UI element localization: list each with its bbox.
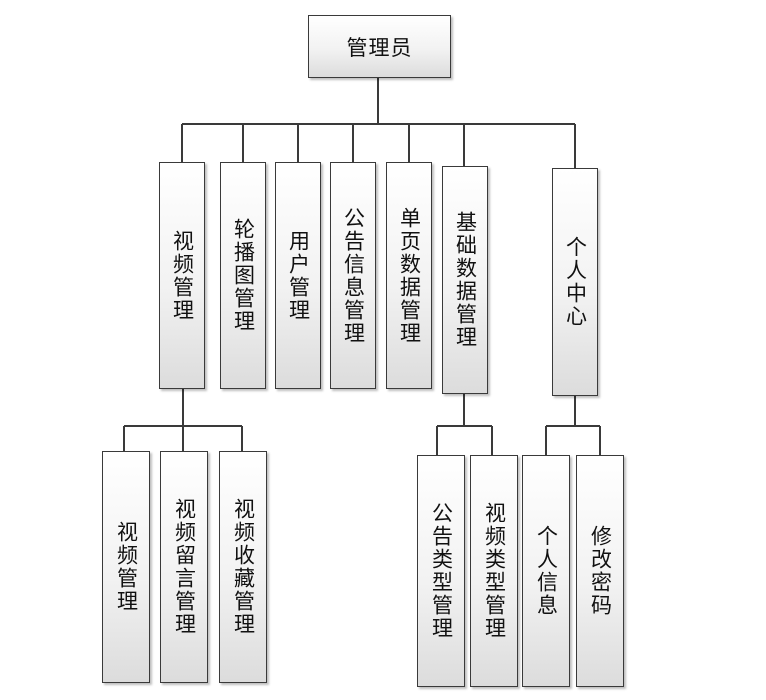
node-label: 视频留言管理 (172, 498, 197, 636)
node-label: 视频管理 (114, 521, 139, 613)
node-label: 基础数据管理 (453, 211, 478, 349)
node-label: 公告信息管理 (341, 206, 366, 345)
node-notice-type-management: 公告类型管理 (417, 455, 465, 687)
node-video-comment-management: 视频留言管理 (160, 451, 208, 683)
node-user-management: 用户管理 (275, 162, 321, 389)
node-label: 个人中心 (563, 236, 588, 328)
node-video-management: 视频管理 (159, 162, 205, 389)
node-personal-info: 个人信息 (522, 455, 570, 687)
node-label: 视频收藏管理 (231, 498, 256, 636)
node-label: 管理员 (346, 35, 413, 60)
node-label: 修改密码 (588, 525, 613, 617)
node-root-admin: 管理员 (308, 15, 451, 78)
node-label: 视频类型管理 (482, 502, 507, 640)
node-change-password: 修改密码 (576, 455, 624, 687)
node-video-favorite-management: 视频收藏管理 (219, 451, 267, 683)
node-label: 个人信息 (534, 525, 559, 617)
node-video-type-management: 视频类型管理 (470, 455, 518, 687)
node-notice-management: 公告信息管理 (330, 162, 376, 389)
node-label: 单页数据管理 (397, 206, 422, 345)
node-label: 用户管理 (286, 229, 311, 322)
node-video-sub-management: 视频管理 (102, 451, 150, 683)
node-single-page-management: 单页数据管理 (386, 162, 432, 389)
node-label: 公告类型管理 (429, 502, 454, 640)
node-label: 视频管理 (170, 229, 195, 322)
node-label: 轮播图管理 (231, 218, 256, 333)
node-personal-center: 个人中心 (552, 168, 598, 396)
node-carousel-management: 轮播图管理 (220, 162, 266, 389)
node-basic-data-management: 基础数据管理 (442, 166, 488, 394)
